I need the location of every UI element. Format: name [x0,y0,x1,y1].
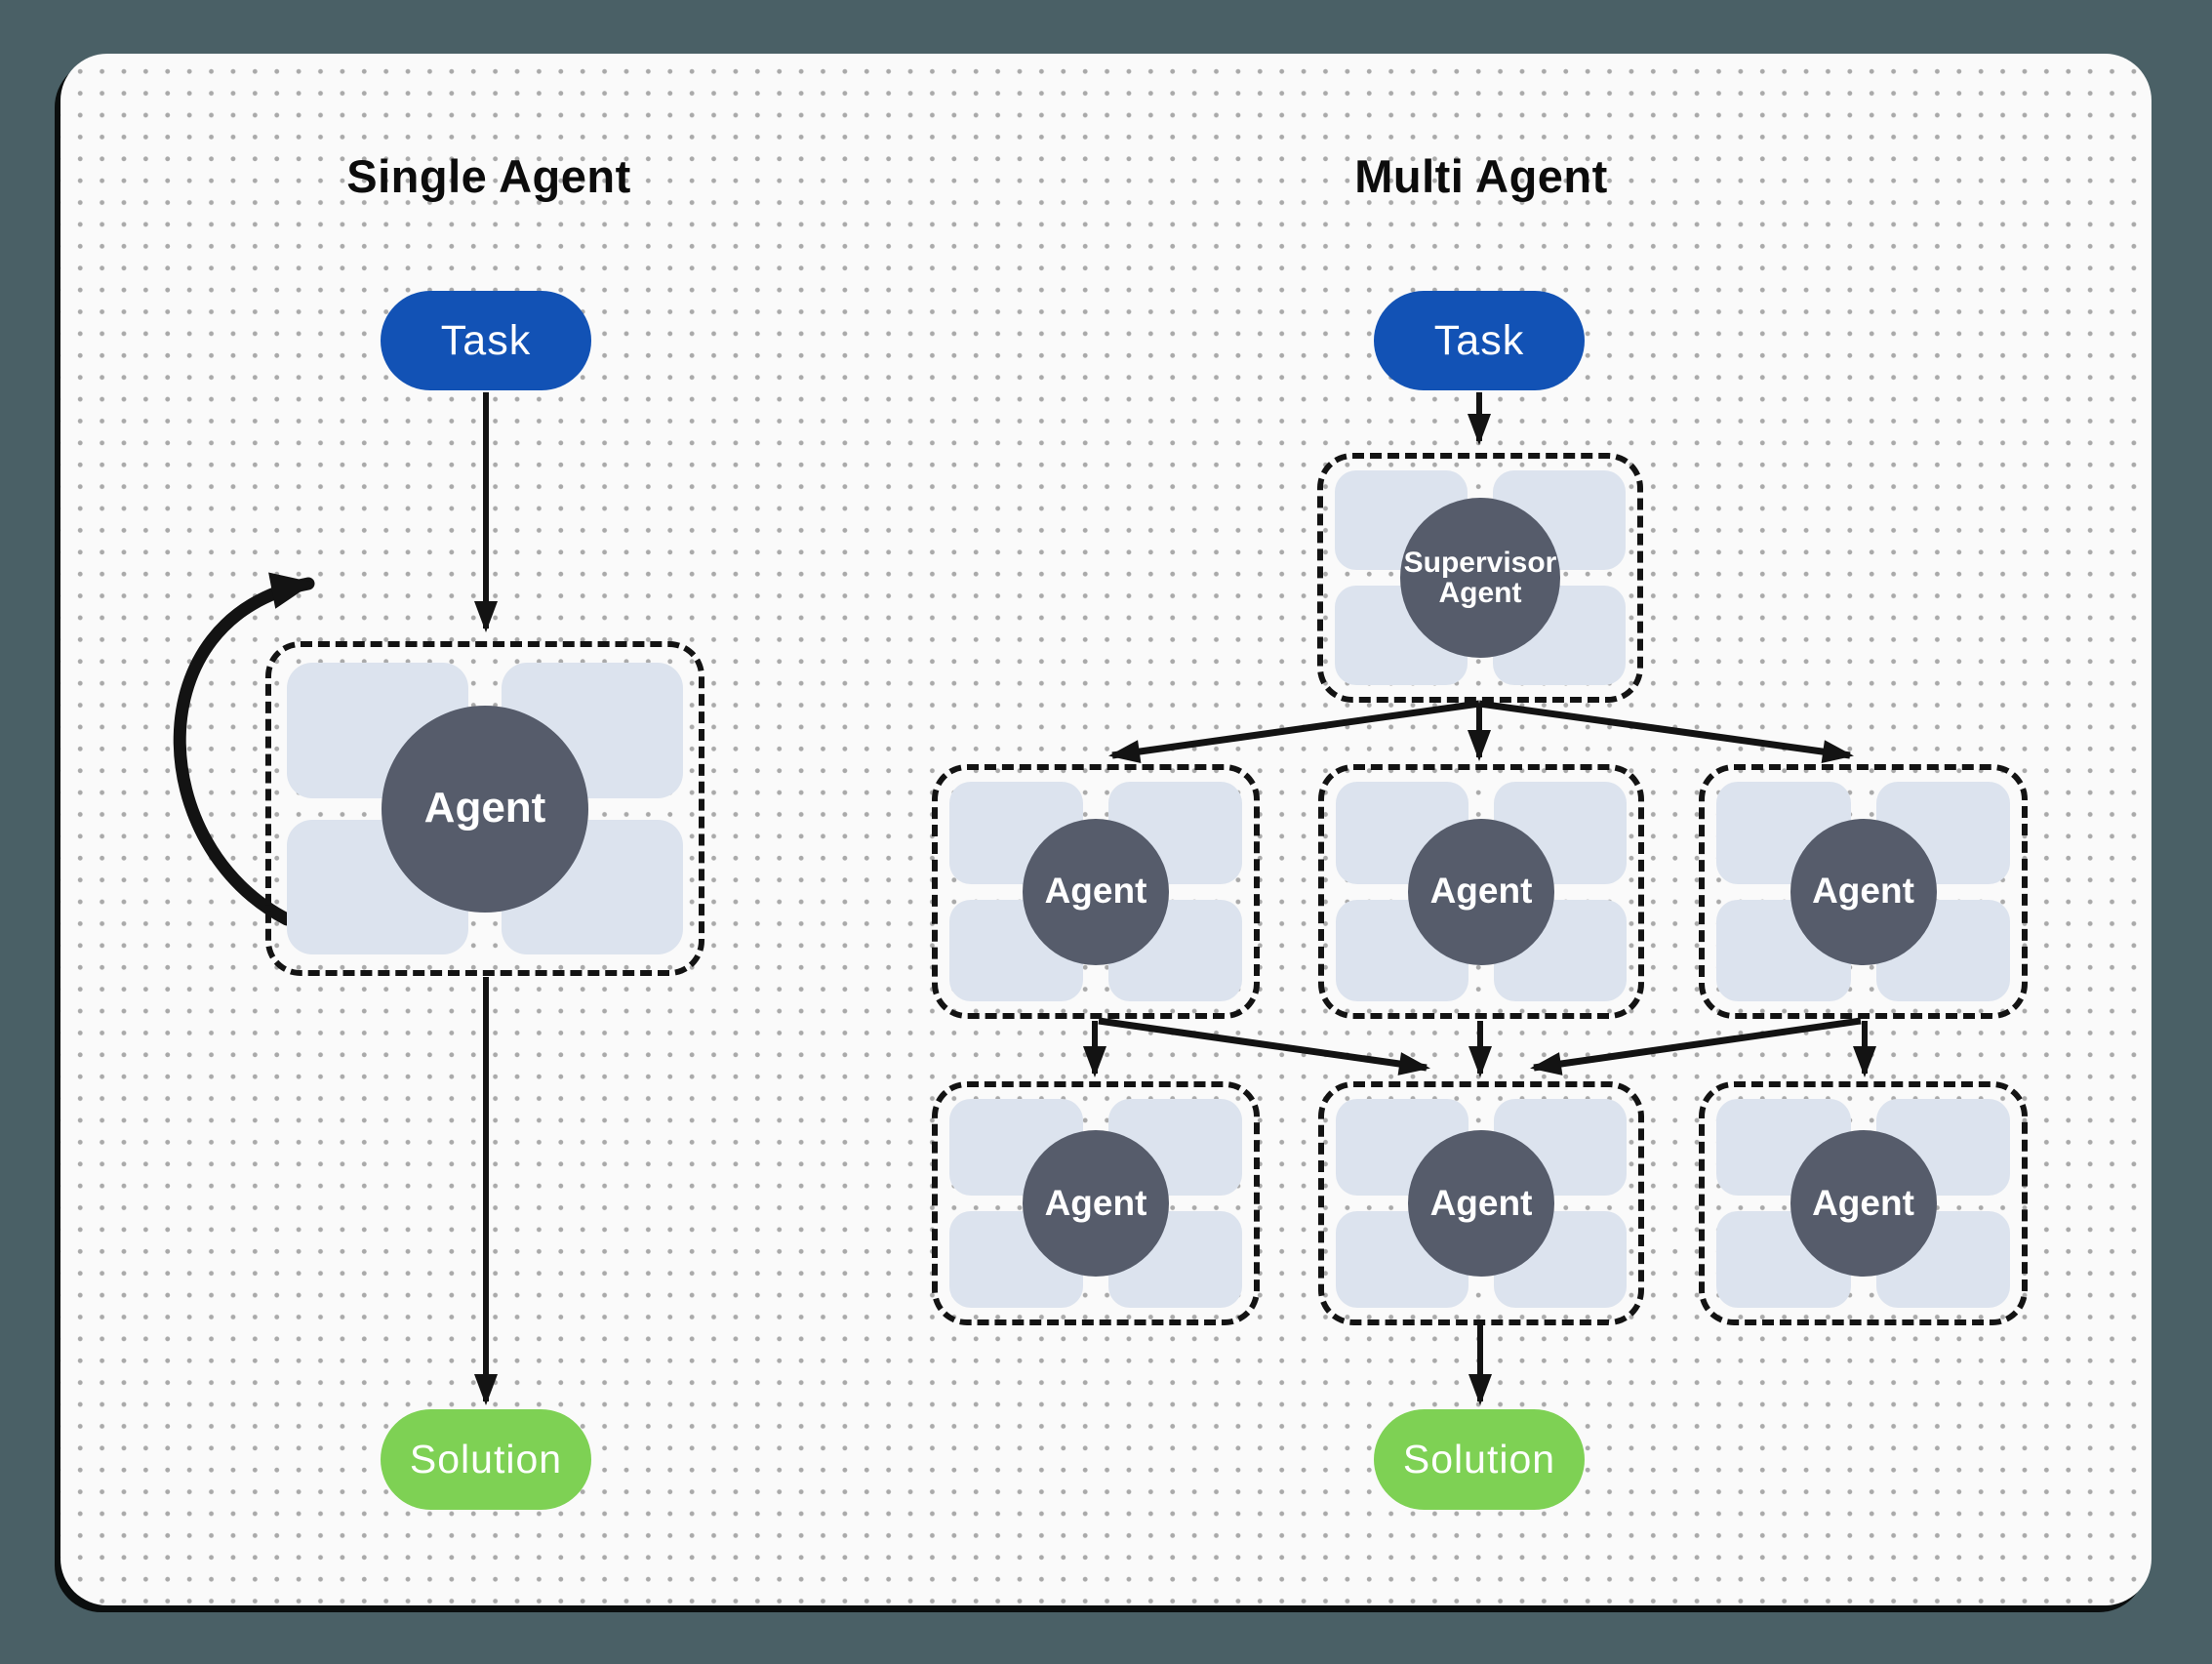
single-task-label: Task [440,316,532,364]
single-task-node: Task [381,291,591,390]
arrow-supervisor-to-agent1 [1108,700,1480,763]
arrow-supervisor-to-agent3 [1478,700,1854,764]
single-solution-label: Solution [409,1437,563,1481]
supervisor-label-line1: Supervisor [1403,546,1557,579]
worker-agent-circle-6: Agent [1790,1130,1937,1277]
worker-agent-label-5: Agent [1429,1182,1533,1223]
worker-agent-box-1: Agent [932,764,1260,1019]
multi-agent-title: Multi Agent [1354,150,1608,202]
worker-agent-box-3: Agent [1699,764,2028,1019]
worker-agent-box-4: Agent [932,1081,1260,1325]
supervisor-agent-box: Supervisor Agent [1317,453,1643,703]
worker-agent-circle-3: Agent [1790,818,1937,965]
tool-tiles [1716,782,2010,1001]
single-agent-label: Agent [423,784,546,832]
multi-solution-label: Solution [1402,1437,1556,1481]
worker-agent-label-1: Agent [1044,871,1147,912]
single-agent-title: Single Agent [346,150,631,202]
arrow-agent3-to-agent5 [1530,1017,1862,1076]
single-solution-node: Solution [381,1409,591,1510]
worker-agent-circle-2: Agent [1408,818,1554,965]
worker-agent-label-6: Agent [1812,1182,1914,1223]
arrow-agent1-to-agent5 [1098,1017,1430,1076]
supervisor-agent-circle: Supervisor Agent [1400,498,1560,658]
worker-agent-box-5: Agent [1318,1081,1644,1325]
multi-solution-node: Solution [1374,1409,1585,1510]
worker-agent-box-6: Agent [1699,1081,2028,1325]
worker-agent-label-4: Agent [1044,1182,1147,1223]
worker-agent-circle-5: Agent [1408,1130,1554,1277]
worker-agent-circle-1: Agent [1023,818,1169,965]
single-agent-box: Agent [265,641,704,976]
supervisor-label-line2: Agent [1438,577,1522,609]
single-agent-circle: Agent [382,705,588,913]
worker-agent-label-2: Agent [1429,871,1533,912]
worker-agent-box-2: Agent [1318,764,1644,1019]
multi-task-label: Task [1433,316,1525,364]
worker-agent-circle-4: Agent [1023,1130,1169,1277]
worker-agent-label-3: Agent [1812,871,1914,912]
multi-task-node: Task [1374,291,1585,390]
